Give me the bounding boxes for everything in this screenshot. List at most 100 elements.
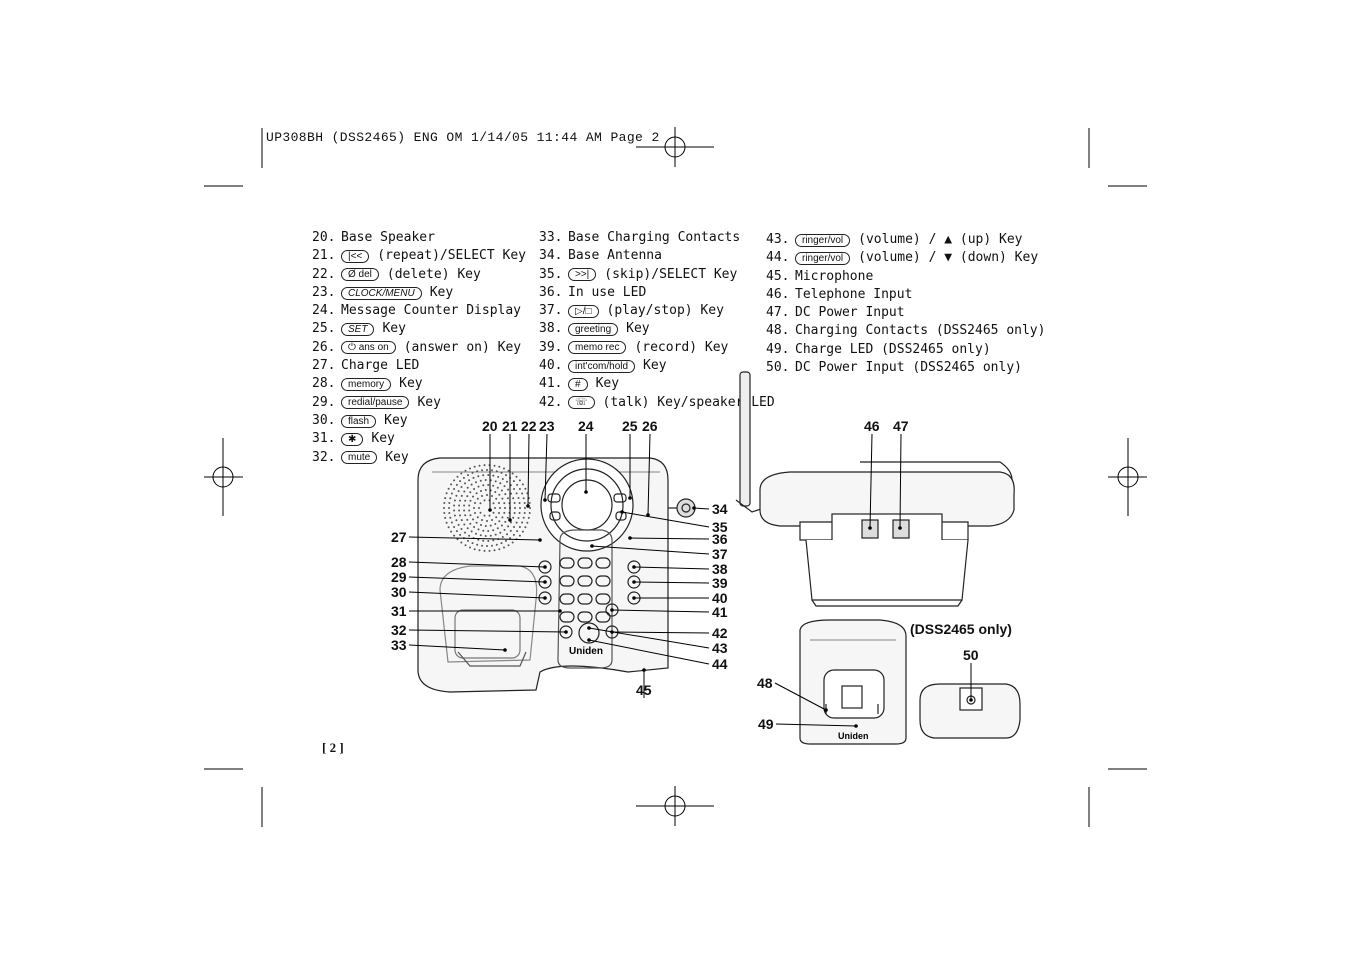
grille-hole [494, 533, 497, 536]
legend-item-text: (repeat)/SELECT Key [377, 248, 526, 264]
grille-hole [495, 497, 498, 500]
grille-hole [492, 474, 495, 477]
callout-number: 50 [963, 647, 979, 663]
grille-hole [477, 528, 480, 531]
key-glyph: redial/pause [341, 396, 410, 410]
grille-hole [473, 465, 476, 468]
callout-number: 41 [712, 604, 728, 620]
keypad-key [559, 593, 575, 605]
grille-hole [467, 539, 469, 542]
legend-item-number: 21. [312, 248, 336, 264]
grille-hole [458, 509, 461, 512]
legend-item-text: (volume) / ▼ (down) Key [858, 250, 1039, 266]
grille-hole [460, 519, 463, 522]
leader-line [544, 433, 548, 501]
legend-item-text: (record) Key [634, 339, 729, 355]
leader-dot [969, 698, 973, 702]
leader-line [588, 639, 710, 665]
leader-dot [488, 508, 492, 512]
legend-item: 24.Message Counter Display [312, 302, 526, 320]
grille-hole [464, 469, 467, 472]
legend-item-text: (volume) / ▲ (up) Key [858, 232, 1023, 247]
grille-hole [473, 488, 476, 490]
grille-hole [513, 502, 516, 504]
grille-hole [480, 490, 482, 492]
key-glyph: int'com/hold [568, 359, 636, 373]
callout-number: 45 [636, 682, 652, 698]
grille-hole [501, 497, 504, 500]
grille-hole [515, 492, 518, 495]
grille-hole [479, 511, 482, 514]
callout-number: 43 [712, 640, 728, 656]
legend-item-text: Key [595, 376, 620, 392]
callout-number: 26 [642, 418, 658, 434]
grille-hole [445, 521, 448, 524]
legend-item: 27.Charge LED [312, 357, 526, 375]
grille-hole [509, 537, 512, 540]
grille-hole [518, 479, 521, 482]
grille-hole [496, 527, 499, 530]
grille-hole [453, 504, 456, 507]
leader-dot [543, 498, 547, 502]
grille-hole [507, 488, 510, 491]
grille-hole [455, 519, 458, 522]
grille-hole [529, 507, 531, 509]
grille-hole [472, 495, 474, 498]
grille-hole [511, 472, 514, 475]
grille-hole [484, 479, 487, 481]
grille-hole [504, 493, 507, 496]
legend-item: 49.Charge LED (DSS2465 only) [766, 341, 1045, 359]
grille-hole [444, 497, 447, 500]
grille-hole [513, 488, 515, 490]
grille-hole [514, 507, 516, 509]
leader-line [408, 644, 506, 651]
legend-item: 44.ringer/vol(volume) / ▼ (down) Key [766, 249, 1045, 267]
callout-number: 34 [712, 501, 728, 517]
callout-number: 25 [622, 418, 638, 434]
grille-hole [477, 475, 480, 478]
grille-hole [483, 549, 486, 552]
grille-hole [507, 469, 510, 472]
key-glyph: flash [341, 414, 377, 428]
grille-hole [456, 538, 459, 541]
leader-dot [584, 490, 588, 494]
grille-hole [463, 490, 466, 493]
grille-hole [479, 534, 482, 537]
grille-hole [443, 512, 446, 514]
grille-hole [476, 470, 479, 473]
grille-hole [453, 534, 456, 537]
legend-item-text: Base Speaker [341, 230, 435, 245]
key-glyph: ▷/□ [568, 304, 599, 318]
keypad-key [559, 575, 575, 587]
legend-item-number: 43. [766, 232, 790, 247]
grille-hole [443, 507, 445, 509]
callout-number: 42 [712, 625, 728, 641]
grille-hole [498, 548, 501, 551]
grille-hole [488, 549, 491, 552]
grille-hole [522, 497, 525, 500]
grille-hole [444, 516, 447, 519]
grille-hole [467, 474, 469, 477]
leader-line [629, 537, 710, 540]
grille-hole [483, 499, 486, 502]
leader-dot [543, 565, 547, 569]
grille-hole [450, 483, 453, 486]
legend-item-number: 48. [766, 323, 790, 339]
legend-item-number: 25. [312, 321, 336, 337]
grille-hole [450, 521, 453, 524]
legend-item-number: 37. [539, 303, 563, 319]
grille-hole [498, 520, 501, 523]
keypad-key [577, 575, 593, 587]
leader-dot [564, 630, 568, 634]
keypad-key [595, 611, 611, 623]
grille-hole [506, 497, 509, 500]
grille-hole [460, 486, 463, 488]
key-glyph: # [568, 378, 588, 392]
legend-item-text: (answer on) Key [403, 339, 522, 355]
grille-hole [528, 502, 531, 504]
legend-item-number: 33. [539, 230, 563, 245]
grille-hole [496, 486, 499, 489]
legend-item-text: Charge LED (DSS2465 only) [795, 341, 991, 357]
legend-item-text: In use LED [568, 284, 647, 300]
